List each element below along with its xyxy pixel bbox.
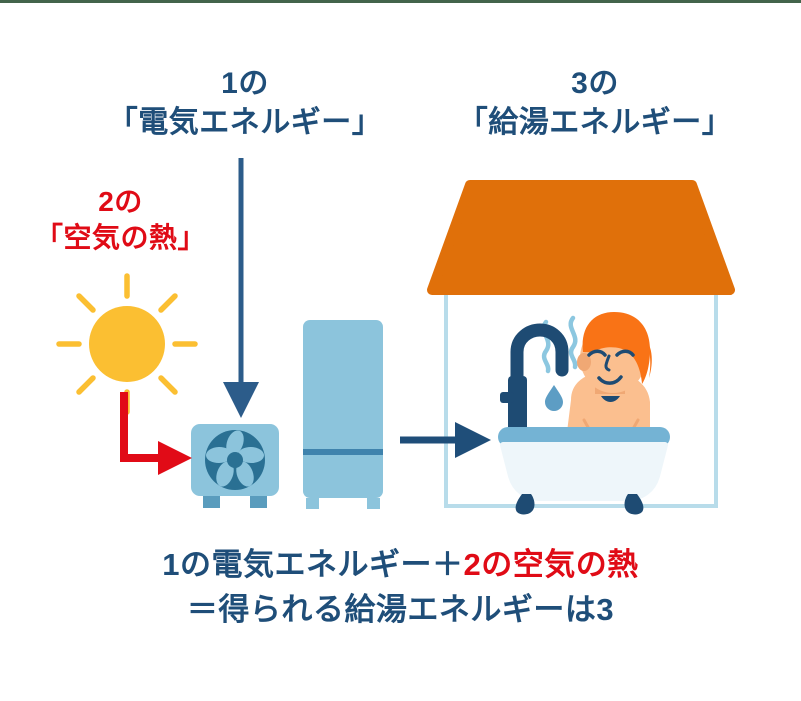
- heat-pump-outdoor-unit: [191, 424, 279, 508]
- tank-band: [303, 449, 383, 455]
- arrow-elbow-air-heat: [120, 392, 192, 475]
- heat-pump-foot-right: [250, 496, 267, 508]
- arrow-down-electric-head: [223, 382, 259, 418]
- label-air-heat: 2の 「空気の熱」: [34, 186, 206, 254]
- tank-body: [303, 320, 383, 498]
- tank-foot-left: [306, 498, 319, 509]
- bathtub: [498, 427, 670, 515]
- house-floor: [444, 504, 718, 508]
- house-wall-left: [444, 290, 448, 508]
- heat-pump-fan-blades: [206, 430, 264, 487]
- person-hair: [582, 312, 650, 384]
- label-electric-energy: 1の 「電気エネルギー」: [107, 67, 383, 139]
- top-divider-rule: [0, 0, 801, 3]
- summary-air-heat-part: 2の空気の熱: [463, 547, 639, 582]
- bathtub-foot-left: [515, 494, 535, 515]
- person-bathing: [566, 312, 652, 440]
- summary-line-2: ＝得られる給湯エネルギーは3: [186, 591, 615, 627]
- faucet: [500, 323, 569, 438]
- bathtub-body: [500, 442, 668, 501]
- arrow-down-electric: [223, 158, 259, 418]
- water-drop-icon: [545, 385, 563, 411]
- house-wall-right: [714, 290, 718, 508]
- label-hot-water-energy: 3の 「給湯エネルギー」: [457, 67, 733, 139]
- arrow-right-hot-water: [400, 422, 491, 458]
- arrow-elbow-air-heat-head: [158, 441, 192, 475]
- sun-icon: [56, 273, 198, 415]
- bathtub-foot-right: [624, 494, 644, 515]
- person-eye-left: [587, 349, 607, 357]
- tank-foot-right: [367, 498, 380, 509]
- roof-shape: [427, 180, 735, 295]
- heat-pump-fan-hub: [227, 452, 243, 468]
- summary-line-1: 1の電気エネルギー＋2の空気の熱: [0, 543, 801, 588]
- hot-water-storage-tank: [303, 320, 383, 509]
- summary-equation: 1の電気エネルギー＋2の空気の熱 ＝得られる給湯エネルギーは3: [0, 543, 801, 633]
- summary-electric-part: 1の電気エネルギー＋: [162, 547, 464, 582]
- person-eye-right: [615, 349, 635, 357]
- sun-disc: [89, 306, 165, 382]
- house-outline: [427, 180, 735, 508]
- person-smile: [597, 375, 623, 385]
- arrow-right-hot-water-head: [455, 422, 491, 458]
- heat-pump-foot-left: [203, 496, 220, 508]
